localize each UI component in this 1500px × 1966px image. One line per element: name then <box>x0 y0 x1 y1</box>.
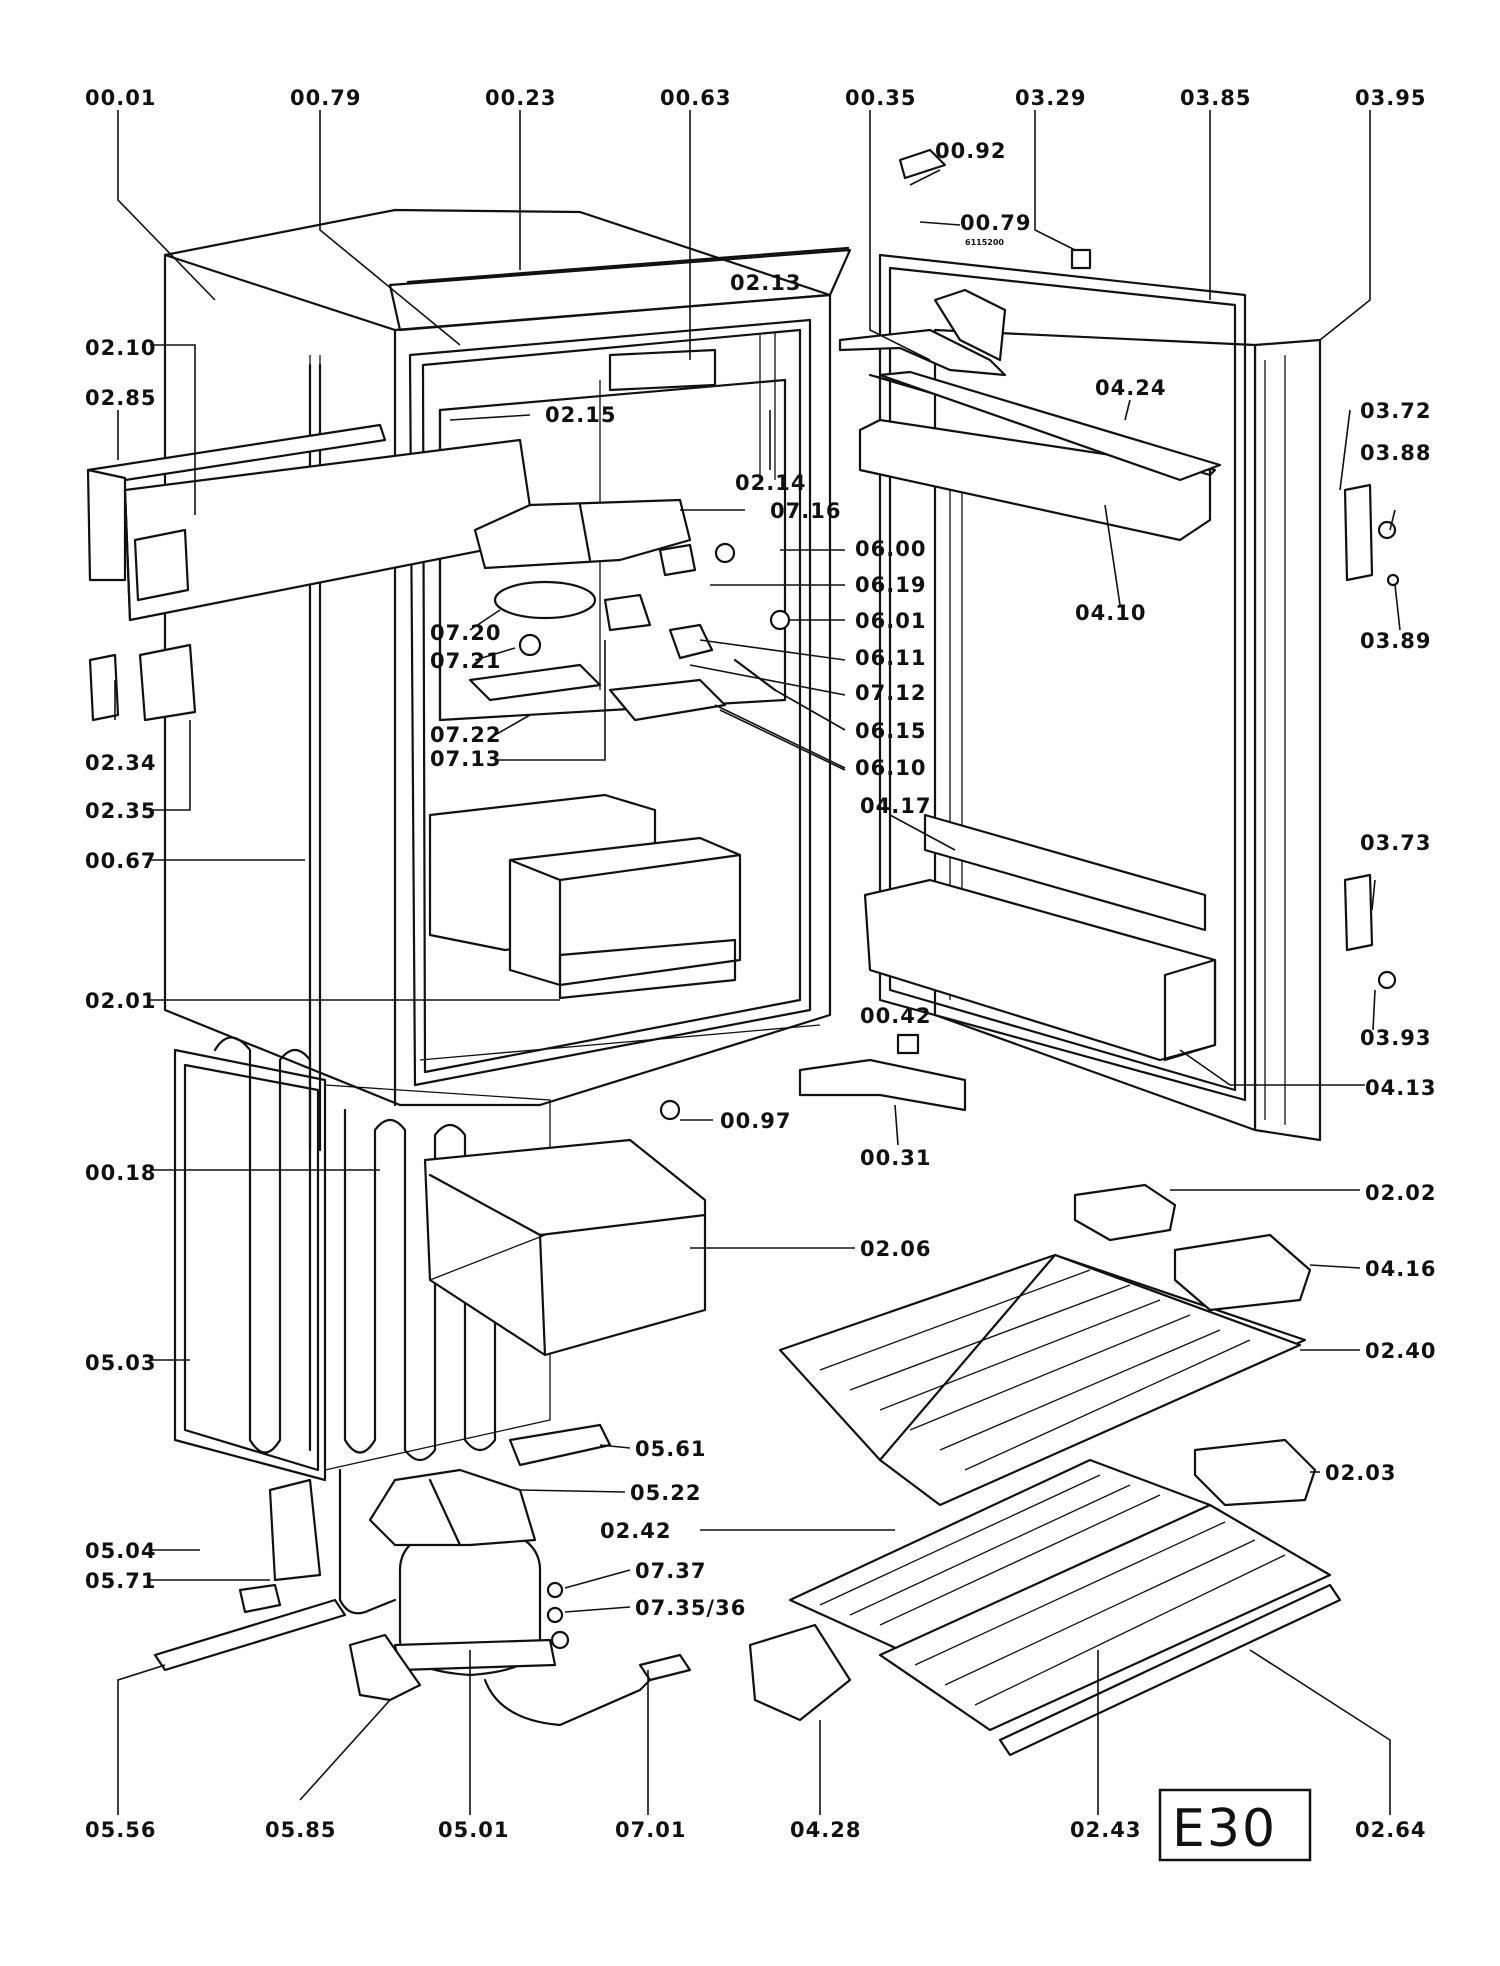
label-02-06: 02.06 <box>860 1237 931 1261</box>
label-00-97: 00.97 <box>720 1109 791 1133</box>
label-04-13: 04.13 <box>1365 1076 1436 1100</box>
label-04-28: 04.28 <box>790 1818 861 1842</box>
label-07-12: 07.12 <box>855 681 926 705</box>
label-03-85: 03.85 <box>1180 86 1251 110</box>
label-00-92: 00.92 <box>935 139 1006 163</box>
label-02-15: 02.15 <box>545 403 616 427</box>
label-07-37: 07.37 <box>635 1559 706 1583</box>
label-00-63: 00.63 <box>660 86 731 110</box>
label-00-67: 00.67 <box>85 849 156 873</box>
label-02-85: 02.85 <box>85 386 156 410</box>
label-04-16: 04.16 <box>1365 1257 1436 1281</box>
label-03-89: 03.89 <box>1360 629 1431 653</box>
label-02-10: 02.10 <box>85 336 156 360</box>
label-05-85: 05.85 <box>265 1818 336 1842</box>
label-05-22: 05.22 <box>630 1481 701 1505</box>
crisper-drawer <box>423 1138 707 1357</box>
label-05-03: 05.03 <box>85 1351 156 1375</box>
part-labels: 00.01 00.79 00.23 00.63 00.35 03.29 03.8… <box>85 86 1436 1842</box>
control-cluster <box>468 498 791 722</box>
label-07-13: 07.13 <box>430 747 501 771</box>
label-05-61: 05.61 <box>635 1437 706 1461</box>
diagram-code-box: E30 <box>1158 1788 1312 1862</box>
leader-lines <box>114 110 1401 1815</box>
label-06-11: 06.11 <box>855 646 926 670</box>
label-06-00: 06.00 <box>855 537 926 561</box>
label-02-34: 02.34 <box>85 751 156 775</box>
accessories <box>508 1183 1317 1722</box>
front-panel <box>86 423 537 722</box>
label-05-56: 05.56 <box>85 1818 156 1842</box>
label-00-23: 00.23 <box>485 86 556 110</box>
label-02-03: 02.03 <box>1325 1461 1396 1485</box>
label-02-64: 02.64 <box>1355 1818 1426 1842</box>
label-05-01: 05.01 <box>438 1818 509 1842</box>
label-07-16: 07.16 <box>770 499 841 523</box>
label-07-01: 07.01 <box>615 1818 686 1842</box>
label-03-95: 03.95 <box>1355 86 1426 110</box>
label-06-19: 06.19 <box>855 573 926 597</box>
label-05-71: 05.71 <box>85 1569 156 1593</box>
door <box>858 253 1400 1142</box>
label-02-02: 02.02 <box>1365 1181 1436 1205</box>
shelves <box>778 1253 1342 1757</box>
label-00-42: 00.42 <box>860 1004 931 1028</box>
label-02-14: 02.14 <box>735 471 806 495</box>
label-06-10: 06.10 <box>855 756 926 780</box>
label-00-18: 00.18 <box>85 1161 156 1185</box>
label-03-72: 03.72 <box>1360 399 1431 423</box>
label-02-01: 02.01 <box>85 989 156 1013</box>
stamp-number: 6115200 <box>965 238 1004 247</box>
label-02-42: 02.42 <box>600 1519 671 1543</box>
label-04-10: 04.10 <box>1075 601 1146 625</box>
label-03-93: 03.93 <box>1360 1026 1431 1050</box>
cabinet-body <box>163 208 852 1107</box>
hinges <box>659 148 1092 1121</box>
label-07-21: 07.21 <box>430 649 501 673</box>
label-05-04: 05.04 <box>85 1539 156 1563</box>
label-06-15: 06.15 <box>855 719 926 743</box>
label-07-35-36: 07.35/36 <box>635 1596 746 1620</box>
label-03-88: 03.88 <box>1360 441 1431 465</box>
label-03-29: 03.29 <box>1015 86 1086 110</box>
label-02-40: 02.40 <box>1365 1339 1436 1363</box>
label-00-01: 00.01 <box>85 86 156 110</box>
label-04-17: 04.17 <box>860 794 931 818</box>
label-03-73: 03.73 <box>1360 831 1431 855</box>
label-07-22: 07.22 <box>430 723 501 747</box>
label-02-13: 02.13 <box>730 271 801 295</box>
label-04-24: 04.24 <box>1095 376 1166 400</box>
compressor <box>153 1468 692 1727</box>
label-00-79-small: 00.79 <box>960 211 1031 235</box>
diagram-code: E30 <box>1172 1799 1277 1859</box>
label-02-35: 02.35 <box>85 799 156 823</box>
label-00-31: 00.31 <box>860 1146 931 1170</box>
label-00-35: 00.35 <box>845 86 916 110</box>
label-06-01: 06.01 <box>855 609 926 633</box>
label-00-79: 00.79 <box>290 86 361 110</box>
label-02-43: 02.43 <box>1070 1818 1141 1842</box>
label-07-20: 07.20 <box>430 621 501 645</box>
